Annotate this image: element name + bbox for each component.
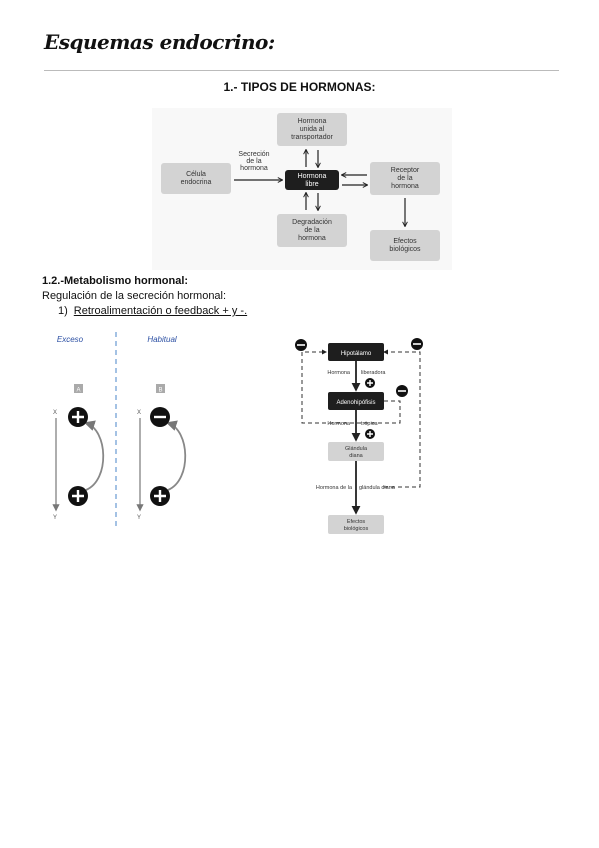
adenohipofisis-box (328, 392, 384, 410)
hormona-unida-box (277, 113, 347, 146)
receptor-box (370, 162, 440, 195)
minus-icon-right (411, 338, 423, 350)
axis-x-b: X (137, 410, 141, 416)
document-title: Esquemas endocrino: (44, 30, 275, 54)
degradacion-box (277, 214, 347, 247)
hormona-glandula-label-2: glándula diana (359, 485, 396, 491)
efectos-biologicos-box (328, 515, 384, 534)
minus-icon-adeno (396, 385, 408, 397)
minus-icon-top-b (150, 407, 170, 427)
hormona-tropica-label-2: trópica (361, 421, 378, 427)
hormona-liberadora-label-1: Hormona (327, 370, 351, 376)
hormona-tropica-label-1: Hormona (327, 421, 351, 427)
axis-y-b: Y (137, 515, 141, 521)
exceso-label: Exceso (57, 335, 84, 344)
hipotalamo-box (328, 343, 384, 361)
hormona-libre-box (285, 170, 339, 190)
adenohipofisis-label: Adenohipófisis (336, 400, 375, 406)
panel-a-badge (74, 384, 83, 393)
panel-b-badge (156, 384, 165, 393)
feedback-ab-diagram: Exceso Habitual A X Y B X Y (52, 332, 187, 530)
plus-icon-bottom-b (150, 486, 170, 506)
glandula-diana-box (328, 442, 384, 461)
celula-box (161, 163, 231, 194)
section-heading: 1.- TIPOS DE HORMONAS: (223, 80, 376, 94)
plus-icon-top-a (68, 407, 88, 427)
minus-icon-left (295, 339, 307, 351)
title-divider (44, 70, 559, 71)
axis-y-a: Y (53, 515, 57, 521)
list-item-text: Retroalimentación o feedback + y -. (73, 305, 248, 317)
axis-x-a: X (53, 410, 57, 416)
hormona-glandula-label-1: Hormona de la (316, 485, 353, 491)
plus-icon-bottom-a (68, 486, 88, 506)
plus-icon-tropica (365, 429, 375, 439)
feedback-curve-a (83, 420, 105, 491)
hormona-liberadora-label-2: liberadora (361, 370, 386, 376)
panel-a-label: A (76, 388, 80, 394)
feedback-short-loop (301, 349, 401, 424)
hipotalamo-label: Hipotálamo (341, 351, 372, 357)
subsection-heading: 1.2.-Metabolismo hormonal: (42, 275, 189, 287)
list-item-feedback: 1) Retroalimentación o feedback + y -. (58, 305, 247, 317)
habitual-label: Habitual (147, 335, 177, 344)
subsection-text: Regulación de la secreción hormonal: (42, 290, 227, 302)
feedback-curve-b (165, 420, 187, 491)
efectos-box (370, 230, 440, 261)
plus-icon-liberadora (365, 378, 375, 388)
feedback-long-loop (383, 349, 421, 488)
list-item-number: 1) (58, 305, 68, 317)
panel-b-label: B (158, 388, 162, 394)
